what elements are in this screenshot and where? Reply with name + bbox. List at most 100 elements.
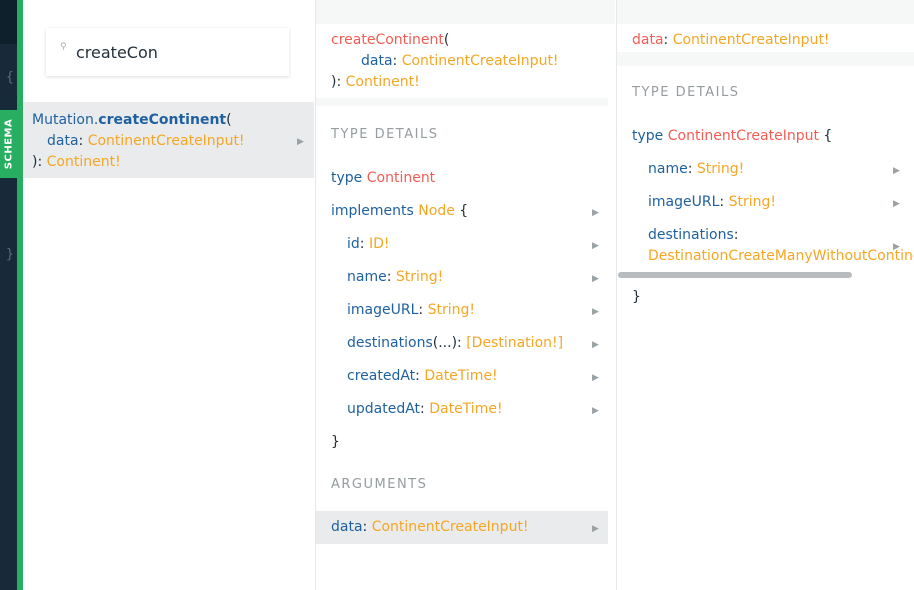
open-brace: { (823, 128, 833, 144)
implements-keyword: implements (331, 203, 414, 219)
field-type[interactable]: [Destination!] (466, 335, 564, 351)
input-field-imageurl: imageURL: String! (648, 192, 776, 212)
field-name: destinations (347, 335, 433, 351)
search-result-item[interactable]: Mutation.createContinent( data: Continen… (23, 102, 314, 178)
field-id: id: ID! (347, 234, 389, 254)
field-name: id (347, 236, 360, 252)
section-divider (617, 52, 914, 66)
input-field-destinations-type-line: DestinationCreateManyWithoutContinentInp… (648, 246, 914, 266)
field-name-row: name: String! (347, 267, 443, 287)
triangle-right-icon: ▶ (893, 166, 900, 176)
field-sep: : (386, 269, 396, 285)
close-brace: } (331, 434, 340, 450)
result-arg-colon: : (78, 133, 88, 149)
triangle-right-icon: ▶ (297, 137, 304, 147)
editor-brace-close: } (6, 247, 14, 262)
field-type[interactable]: DateTime! (429, 401, 503, 417)
field-sep: : (457, 335, 467, 351)
close-brace: } (632, 289, 641, 305)
field-type[interactable]: DestinationCreateManyWithoutContinentInp… (648, 248, 914, 264)
search-box[interactable]: ⚲ (46, 28, 289, 76)
result-name: createContinent (98, 112, 227, 128)
triangle-right-icon: ▶ (592, 241, 599, 251)
argument-sep: : (362, 519, 372, 535)
field-name: imageURL (347, 302, 419, 318)
field-createdat: createdAt: DateTime! (347, 366, 498, 386)
argument-name: data (331, 519, 363, 535)
argument-type[interactable]: ContinentCreateInput! (371, 519, 529, 535)
field-updatedat: updatedAt: DateTime! (347, 399, 503, 419)
schema-tab-label: SCHEMA (3, 118, 14, 170)
horizontal-scrollbar[interactable] (618, 272, 852, 278)
schema-accent-bar (17, 0, 23, 590)
result-arg-type[interactable]: ContinentCreateInput! (87, 133, 245, 149)
field-type[interactable]: ID! (368, 236, 390, 252)
field-sep: : (733, 227, 739, 243)
field-sep: : (719, 194, 729, 210)
editor-strip: { } SCHEMA (0, 0, 17, 590)
field-args[interactable]: (...) (432, 335, 458, 351)
section-divider (316, 98, 608, 106)
field-sep: : (687, 161, 697, 177)
signature-open: ( (443, 32, 450, 48)
field-type[interactable]: DateTime! (424, 368, 498, 384)
column-top-bar (617, 0, 914, 24)
triangle-right-icon: ▶ (592, 208, 599, 218)
field-type[interactable]: String! (728, 194, 776, 210)
field-sep: : (420, 401, 430, 417)
implements-type[interactable]: Node (418, 203, 455, 219)
column-top-bar (316, 0, 615, 24)
input-type-docs-column: data: ContinentCreateInput! TYPE DETAILS… (616, 0, 914, 590)
triangle-right-icon: ▶ (592, 307, 599, 317)
type-details-heading: TYPE DETAILS (331, 127, 439, 142)
signature-close: ): (331, 74, 346, 90)
signature-name: createContinent (331, 32, 444, 48)
triangle-right-icon: ▶ (592, 524, 599, 534)
result-close: ): (32, 154, 47, 170)
triangle-right-icon: ▶ (592, 406, 599, 416)
input-type-line: type ContinentCreateInput { (632, 126, 832, 146)
field-sep: : (359, 236, 369, 252)
triangle-right-icon: ▶ (893, 242, 900, 252)
triangle-right-icon: ▶ (893, 199, 900, 209)
result-arg-name: data (47, 133, 79, 149)
search-column: ⚲ Mutation.createContinent( data: Contin… (23, 0, 314, 590)
signature-arg-colon: : (392, 53, 402, 69)
schema-tab[interactable]: SCHEMA (0, 110, 17, 178)
editor-topbar (0, 0, 17, 44)
field-type[interactable]: String! (427, 302, 475, 318)
type-keyword: type (331, 170, 363, 186)
field-name: createdAt (347, 368, 416, 384)
signature-arg-name: data (361, 53, 393, 69)
result-line-2: data: ContinentCreateInput! (47, 131, 245, 151)
search-icon: ⚲ (60, 42, 67, 52)
field-name: name (648, 161, 688, 177)
search-input[interactable] (76, 40, 276, 64)
result-open-paren: ( (226, 112, 232, 128)
editor-brace-open: { (6, 70, 14, 85)
type-name: Continent (366, 170, 436, 186)
arg-header-type[interactable]: ContinentCreateInput! (672, 32, 830, 48)
argument-row[interactable]: data: ContinentCreateInput! ▶ (316, 511, 608, 544)
arg-header: data: ContinentCreateInput! (632, 30, 830, 50)
signature-arg-type[interactable]: ContinentCreateInput! (401, 53, 559, 69)
field-name: destinations (648, 227, 734, 243)
field-name: updatedAt (347, 401, 421, 417)
triangle-right-icon: ▶ (592, 373, 599, 383)
open-brace: { (459, 203, 469, 219)
input-type-name: ContinentCreateInput (667, 128, 819, 144)
arg-header-sep: : (663, 32, 673, 48)
field-type[interactable]: String! (395, 269, 444, 285)
signature-return-type[interactable]: Continent! (345, 74, 420, 90)
triangle-right-icon: ▶ (592, 274, 599, 284)
signature-line-3: ): Continent! (331, 72, 420, 92)
type-line: type Continent (331, 168, 435, 188)
field-sep: : (415, 368, 425, 384)
field-imageurl: imageURL: String! (347, 300, 475, 320)
triangle-right-icon: ▶ (592, 340, 599, 350)
input-field-destinations: destinations: (648, 225, 738, 245)
field-type[interactable]: String! (696, 161, 745, 177)
result-return-type[interactable]: Continent! (46, 154, 121, 170)
field-name: name (347, 269, 387, 285)
arg-header-name: data (632, 32, 664, 48)
